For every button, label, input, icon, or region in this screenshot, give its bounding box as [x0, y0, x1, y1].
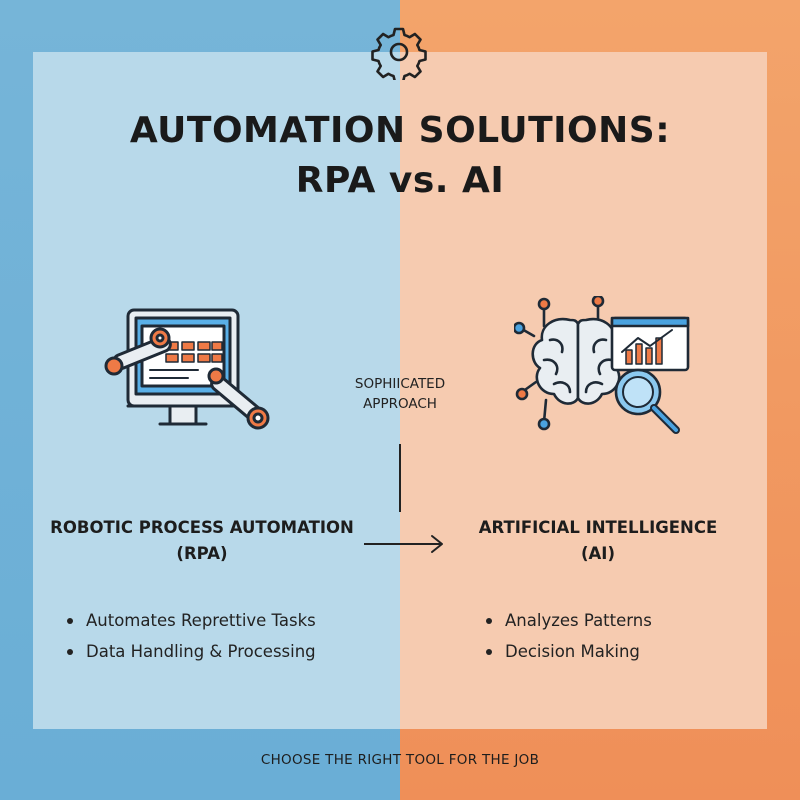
list-item: Data Handling & Processing [64, 636, 316, 667]
list-item: Automates Reprettive Tasks [64, 605, 316, 636]
rpa-heading-line-1: ROBOTIC PROCESS AUTOMATION [50, 518, 354, 537]
ai-bullet-list: Analyzes Patterns Decision Making [483, 605, 652, 667]
ai-heading-line-2: (AI) [581, 544, 615, 563]
title-line-2: RPA vs. AI [295, 160, 505, 201]
middle-caption-line-2: APPROACH [363, 396, 437, 412]
list-item: Analyzes Patterns [483, 605, 652, 636]
brain-analytics-icon [514, 296, 690, 434]
title-line-1: AUTOMATION SOLUTIONS: [129, 110, 671, 151]
ai-heading-line-1: ARTIFICIAL INTELLIGENCE [478, 518, 718, 537]
rpa-heading-line-2: (RPA) [176, 544, 228, 563]
list-item: Decision Making [483, 636, 652, 667]
right-arrow-icon [364, 535, 443, 553]
footer-tagline: CHOOSE THE RIGHT TOOL FOR THE JOB [260, 752, 540, 768]
page-title: AUTOMATION SOLUTIONS: RPA vs. AI [0, 106, 800, 206]
middle-caption-line-1: SOPHIICATED [354, 376, 446, 392]
ai-heading: ARTIFICIAL INTELLIGENCE (AI) [433, 515, 763, 567]
robot-arm-computer-icon [104, 308, 270, 430]
rpa-heading: ROBOTIC PROCESS AUTOMATION (RPA) [37, 515, 367, 567]
middle-caption: SOPHIICATED APPROACH [330, 374, 470, 414]
divider-line [399, 444, 401, 512]
rpa-bullet-list: Automates Reprettive Tasks Data Handling… [64, 605, 316, 667]
gear-icon [371, 27, 427, 80]
